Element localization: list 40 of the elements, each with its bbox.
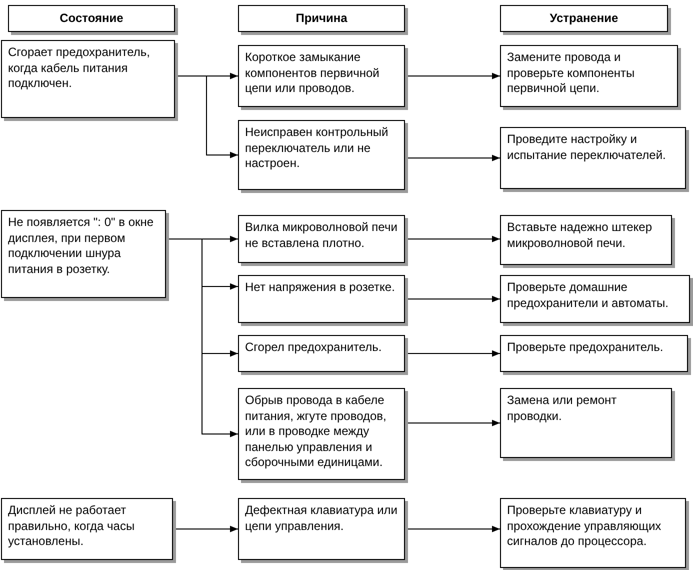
box-text: Замена или ремонт проводки. xyxy=(507,393,618,424)
text-box xyxy=(500,388,672,458)
column-header xyxy=(238,5,405,32)
box-text: Проведите настройку и испытание переключателей. xyxy=(507,132,667,164)
box-text: Обрыв провода в кабеле питания, жгуте проводов, или в проводке между панелью управления и сборочными единицами. xyxy=(245,393,388,471)
text-box xyxy=(238,45,405,107)
text-box xyxy=(500,215,672,265)
box-text: Неисправен контрольный переключатель или не настроен. xyxy=(245,125,390,172)
box-text: Сгорает предохранитель, когда кабель питания подключен. xyxy=(8,45,151,92)
text-box xyxy=(238,215,405,263)
header-text: Устранение xyxy=(550,10,618,26)
box-text: Проверьте клавиатуру и прохождение управляющих сигналов до процессора. xyxy=(507,503,662,550)
text-box xyxy=(238,388,405,480)
box-text: Короткое замыкание компонентов первичной цепи или проводов. xyxy=(245,50,380,97)
header-text: Причина xyxy=(296,10,348,26)
text-box xyxy=(500,127,686,189)
box-text: Проверьте предохранитель. xyxy=(507,340,664,356)
text-box xyxy=(1,498,173,560)
text-box xyxy=(500,45,678,107)
box-text: Сгорел предохранитель. xyxy=(245,340,382,356)
text-box xyxy=(500,335,688,372)
box-text: Не появляется ": 0" в окне дисплея, при первом подключении шнура питания в розетку. xyxy=(8,215,155,278)
box-text: Дефектная клавиатура или цепи управления. xyxy=(245,503,398,534)
header-text: Состояние xyxy=(60,10,124,26)
text-box xyxy=(238,335,405,372)
text-box xyxy=(1,40,175,118)
text-box xyxy=(500,498,686,568)
column-header xyxy=(8,5,175,32)
box-text: Нет напряжения в розетке. xyxy=(245,280,395,296)
column-header xyxy=(500,5,668,32)
text-box xyxy=(238,275,405,323)
box-text: Замените провода и проверьте компоненты первичной цепи. xyxy=(507,50,636,97)
text-box xyxy=(238,498,405,560)
box-text: Проверьте домашние предохранители и автоматы. xyxy=(507,280,670,312)
text-box xyxy=(238,120,405,190)
text-box xyxy=(1,210,166,298)
box-text: Вилка микроволновой печи не вставлена плотно. xyxy=(245,220,398,252)
text-box xyxy=(500,275,690,323)
box-text: Дисплей не работает правильно, когда часы установлены. xyxy=(8,503,136,550)
box-text: Вставьте надежно штекер микроволновой печи. xyxy=(507,220,653,252)
